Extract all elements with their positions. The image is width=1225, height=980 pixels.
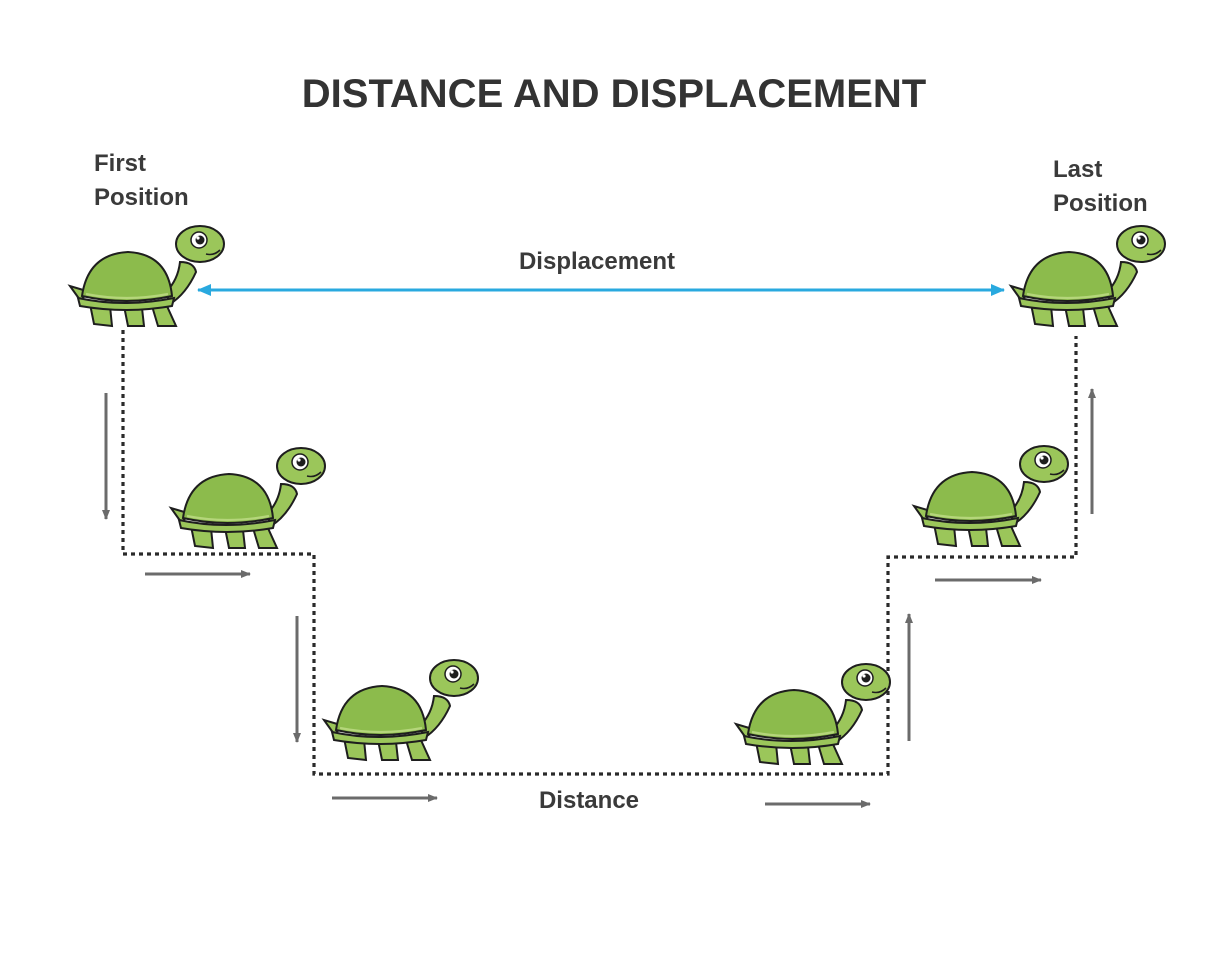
last-position-line-1: Last bbox=[1053, 156, 1102, 183]
last-position-line-2: Position bbox=[1053, 190, 1148, 217]
turtle-icon bbox=[1009, 224, 1167, 328]
first-position-line-1: First bbox=[94, 150, 146, 177]
turtle-icon bbox=[912, 444, 1070, 548]
turtle-icon bbox=[169, 446, 327, 550]
first-position-label: First Position bbox=[94, 150, 189, 211]
turtle-icon bbox=[734, 662, 892, 766]
distance-path bbox=[121, 330, 1078, 776]
turtle-icon bbox=[68, 224, 226, 328]
distance-label: Distance bbox=[539, 787, 639, 814]
direction-arrows bbox=[102, 388, 1096, 808]
page-title: DISTANCE AND DISPLACEMENT bbox=[302, 72, 926, 116]
turtle-icon bbox=[322, 658, 480, 762]
first-position-line-2: Position bbox=[94, 184, 189, 211]
displacement-label: Displacement bbox=[519, 248, 675, 275]
last-position-label: Last Position bbox=[1053, 156, 1148, 217]
